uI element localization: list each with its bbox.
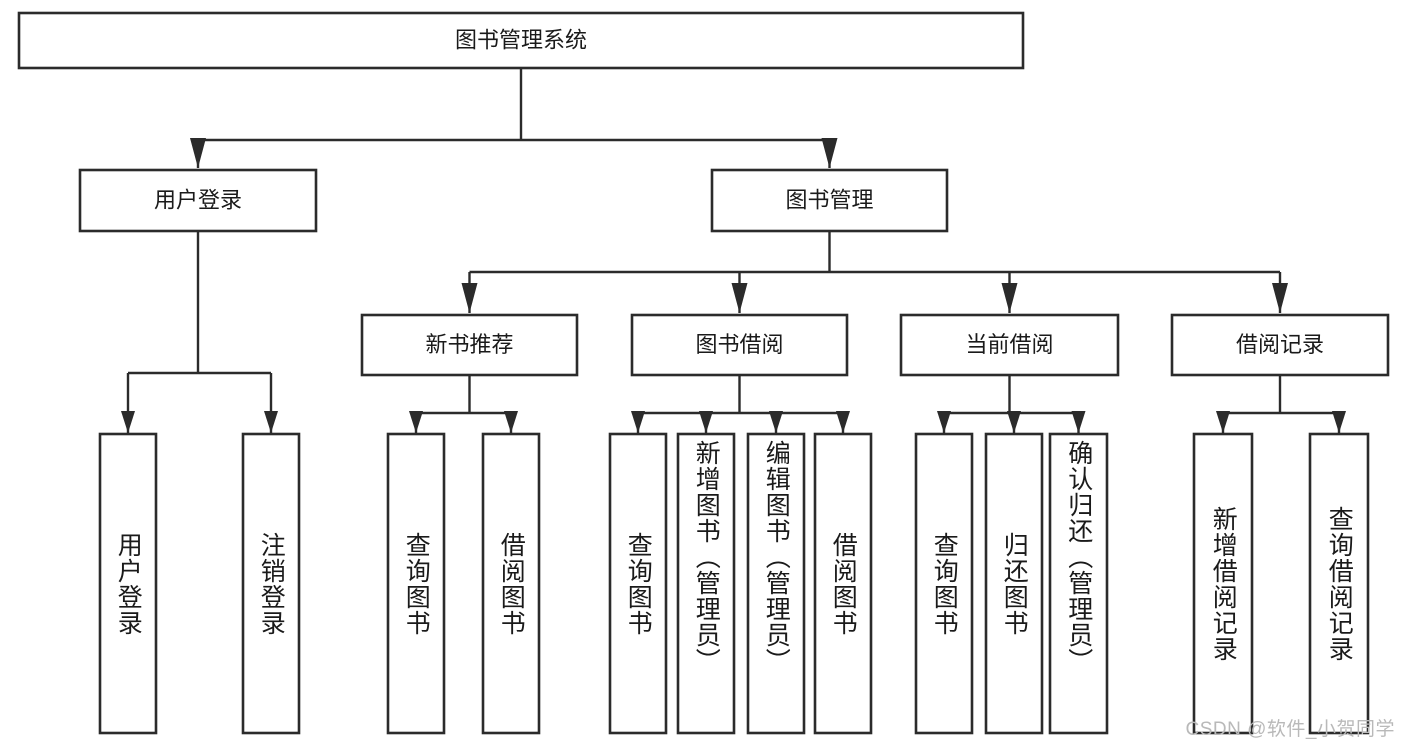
node-borrow-record[interactable] [1170, 313, 1390, 377]
arrow-head-icon [409, 411, 423, 433]
arrow-head-icon [121, 411, 135, 433]
node-root-label: 图书管理系统 [455, 27, 587, 52]
node-new-book-recommend[interactable] [360, 313, 579, 377]
node-borrow-record-label: 借阅记录 [1236, 332, 1324, 357]
node-leaf-user-logout[interactable] [241, 432, 301, 735]
node-book-borrow-label: 图书借阅 [695, 332, 783, 357]
node-leaf-user-login[interactable] [98, 432, 158, 735]
node-leaf-query-book-2[interactable] [608, 432, 668, 735]
arrow-head-icon [504, 411, 518, 433]
node-leaf-query-book-3[interactable] [914, 432, 974, 735]
arrow-head-icon [731, 283, 748, 313]
arrow-head-icon [1272, 283, 1288, 313]
node-user-login[interactable] [78, 168, 318, 233]
node-root[interactable] [17, 11, 1025, 70]
node-leaf-add-record[interactable] [1192, 432, 1254, 735]
node-leaf-confirm-return[interactable] [1048, 432, 1109, 735]
node-leaf-edit-book[interactable] [746, 432, 806, 735]
node-leaf-query-record[interactable] [1308, 432, 1370, 735]
connectors-layer [121, 68, 1346, 433]
node-book-borrow[interactable] [630, 313, 849, 377]
arrow-head-icon [264, 411, 278, 433]
node-leaf-add-book[interactable] [676, 432, 736, 735]
node-current-borrow-label: 当前借阅 [965, 332, 1053, 357]
arrow-head-icon [461, 283, 478, 313]
node-new-book-recommend-label: 新书推荐 [425, 332, 513, 357]
arrow-head-icon [190, 138, 206, 168]
node-current-borrow[interactable] [899, 313, 1120, 377]
arrow-head-icon [937, 411, 951, 433]
node-leaf-borrow-book-2[interactable] [813, 432, 873, 735]
arrow-head-icon [1007, 411, 1021, 433]
arrow-head-icon [836, 411, 850, 433]
arrow-head-icon [821, 138, 838, 168]
arrow-head-icon [1216, 411, 1230, 433]
arrow-head-icon [1332, 411, 1346, 433]
arrow-head-icon [1071, 411, 1086, 433]
node-book-manage-label: 图书管理 [785, 187, 873, 212]
node-leaf-borrow-book-1[interactable] [481, 432, 541, 735]
arrow-head-icon [631, 411, 645, 433]
node-book-manage[interactable] [710, 168, 949, 233]
boxes-layer [17, 11, 1390, 735]
watermark-text: CSDN @软件_小贺同学 [1185, 719, 1395, 740]
node-user-login-label: 用户登录 [154, 187, 242, 212]
arrow-head-icon [1001, 283, 1018, 313]
node-leaf-query-book-1[interactable] [386, 432, 446, 735]
arrow-head-icon [769, 411, 783, 433]
node-leaf-return-book[interactable] [984, 432, 1044, 735]
arrow-head-icon [699, 411, 713, 433]
